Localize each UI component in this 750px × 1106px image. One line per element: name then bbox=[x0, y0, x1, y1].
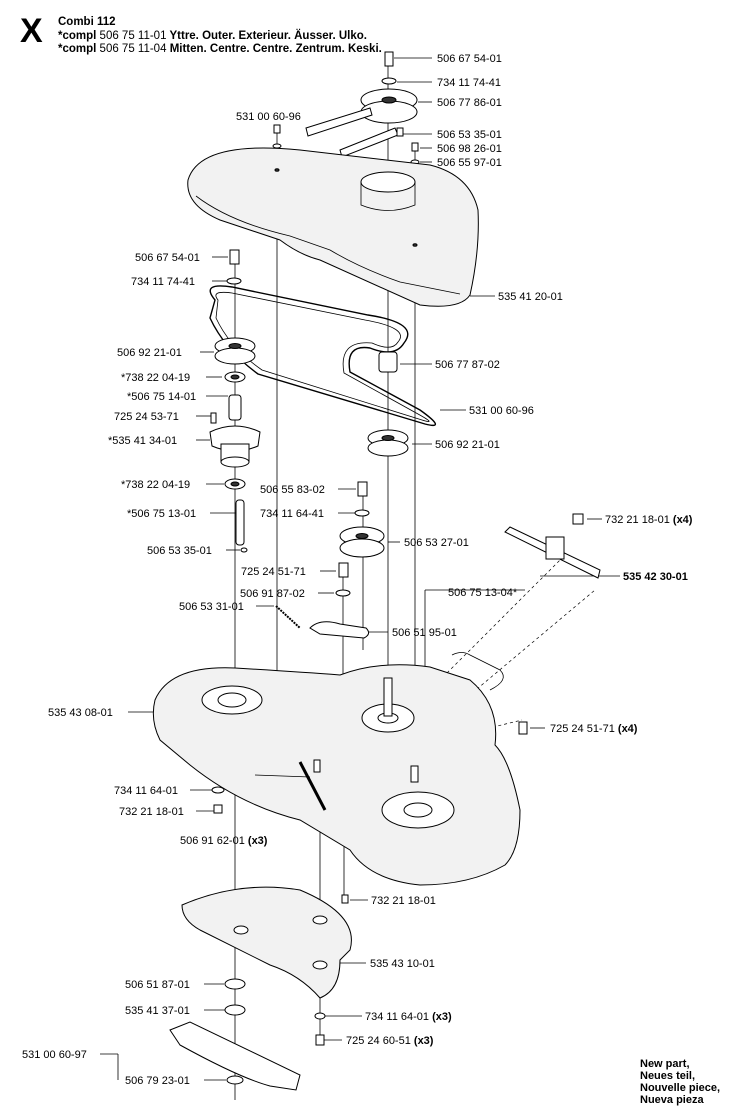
new-part-legend: New part, Neues teil, Nouvelle piece, Nu… bbox=[640, 1058, 720, 1106]
washer-icon bbox=[226, 277, 242, 285]
part-label: 506 91 62-01 (x3) bbox=[180, 835, 268, 847]
blade-assembly bbox=[169, 886, 352, 1091]
part-label: 531 00 60-96 bbox=[236, 111, 301, 123]
part-label: 734 11 64-01 bbox=[114, 785, 178, 797]
part-label: *506 75 14-01 bbox=[127, 391, 196, 403]
part-label: 535 43 10-01 bbox=[370, 958, 435, 970]
part-label: 506 53 35-01 bbox=[437, 129, 502, 141]
mower-deck bbox=[152, 652, 528, 886]
part-label: 506 92 21-01 bbox=[435, 439, 500, 451]
part-label: 506 53 31-01 bbox=[179, 601, 244, 613]
spacer-icon bbox=[378, 351, 398, 373]
legend-line: Nueva pieza bbox=[640, 1094, 704, 1106]
header-code: 506 75 11-04 bbox=[99, 43, 167, 55]
part-label: 506 55 83-02 bbox=[260, 484, 325, 496]
legend-line: Nouvelle piece, bbox=[640, 1082, 721, 1094]
legend-line: Neues teil, bbox=[640, 1070, 696, 1082]
part-label: *506 75 13-01 bbox=[127, 508, 196, 520]
washer-icon bbox=[335, 589, 351, 597]
blade-icon bbox=[169, 1021, 301, 1091]
part-label: 732 21 18-01 bbox=[371, 895, 436, 907]
spindle-shaft-icon bbox=[383, 677, 393, 717]
part-label: *738 22 04-19 bbox=[121, 372, 190, 384]
part-label: 506 79 23-01 bbox=[125, 1075, 190, 1087]
part-label: 725 24 51-71 (x4) bbox=[550, 723, 638, 735]
washer-icon bbox=[211, 786, 225, 794]
part-label: 734 11 74-41 bbox=[131, 276, 195, 288]
nut-icon bbox=[572, 513, 584, 525]
header-line-centre: *compl 506 75 11-04 Mitten. Centre. Cent… bbox=[58, 43, 382, 56]
model-title: Combi 112 bbox=[58, 16, 116, 28]
bolt-icon bbox=[384, 51, 394, 67]
part-label: 506 75 13-04* bbox=[448, 587, 518, 599]
part-label: 734 11 64-41 bbox=[260, 508, 324, 520]
bolt-icon bbox=[229, 249, 240, 265]
part-label: 734 11 74-41 bbox=[437, 77, 501, 89]
part-label-boxed: 535 42 30-01 bbox=[623, 571, 688, 583]
part-label: 531 00 60-96 bbox=[469, 405, 534, 417]
idler-arm-icon bbox=[309, 621, 370, 639]
bolt-icon bbox=[338, 562, 349, 578]
nut-icon bbox=[213, 804, 223, 814]
header-prefix: *compl bbox=[58, 43, 97, 55]
part-label: 531 00 60-97 bbox=[22, 1049, 87, 1061]
part-label: 506 55 97-01 bbox=[437, 157, 502, 169]
part-labels: 506 67 54-01 734 11 74-41 506 77 86-01 5… bbox=[22, 53, 693, 1087]
header-prefix: *compl bbox=[58, 30, 97, 42]
part-label: 506 67 54-01 bbox=[135, 252, 200, 264]
part-label: 506 67 54-01 bbox=[437, 53, 502, 65]
section-letter: X bbox=[20, 12, 43, 50]
part-label: 506 91 87-02 bbox=[240, 588, 305, 600]
part-label: 506 51 95-01 bbox=[392, 627, 457, 639]
part-label: 535 41 37-01 bbox=[125, 1005, 190, 1017]
washer-icon bbox=[381, 77, 397, 85]
belt-guard-cover bbox=[187, 147, 479, 307]
right-idler-stack bbox=[275, 351, 409, 639]
legend-line: New part, bbox=[640, 1058, 690, 1070]
bushing-icon bbox=[224, 1004, 246, 1016]
top-pulley-assembly bbox=[272, 51, 420, 165]
part-label: *738 22 04-19 bbox=[121, 479, 190, 491]
part-label: 732 21 18-01 bbox=[119, 806, 184, 818]
part-label: 725 24 60-51 (x3) bbox=[346, 1035, 434, 1047]
part-label: 732 21 18-01 (x4) bbox=[605, 514, 693, 526]
part-label: 734 11 64-01 (x3) bbox=[365, 1011, 452, 1023]
bolt-icon bbox=[518, 721, 528, 735]
bracket-assembly bbox=[504, 513, 601, 579]
part-label: 725 24 53-71 bbox=[114, 411, 179, 423]
washer-icon bbox=[224, 978, 246, 990]
bolt-icon bbox=[357, 481, 368, 497]
belt-strip-icon bbox=[305, 107, 373, 137]
header-line-outer: *compl 506 75 11-01 Yttre. Outer. Exteri… bbox=[58, 30, 367, 43]
header-code: 506 75 11-01 bbox=[99, 30, 167, 42]
part-label: 506 77 86-01 bbox=[437, 97, 502, 109]
part-label: 506 53 35-01 bbox=[147, 545, 212, 557]
part-label: 506 51 87-01 bbox=[125, 979, 190, 991]
part-label: 506 92 21-01 bbox=[117, 347, 182, 359]
part-label: 506 98 26-01 bbox=[437, 143, 502, 155]
header-text: Yttre. Outer. Exterieur. Äusser. Ulko. bbox=[169, 30, 367, 42]
part-label: 535 43 08-01 bbox=[48, 707, 113, 719]
shaft-icon bbox=[235, 499, 245, 546]
part-label: 506 77 87-02 bbox=[435, 359, 500, 371]
left-spindle-stack bbox=[209, 249, 261, 553]
part-label: *535 41 34-01 bbox=[108, 435, 177, 447]
spacer-icon bbox=[228, 394, 242, 421]
part-label: 535 41 20-01 bbox=[498, 291, 563, 303]
v-belt bbox=[209, 285, 436, 427]
washer-icon bbox=[354, 509, 370, 517]
part-label: 725 24 51-71 bbox=[241, 566, 306, 578]
part-label: 506 53 27-01 bbox=[404, 537, 469, 549]
header-text: Mitten. Centre. Centre. Zentrum. Keski. bbox=[169, 43, 382, 55]
bolt-icon bbox=[315, 1034, 325, 1046]
